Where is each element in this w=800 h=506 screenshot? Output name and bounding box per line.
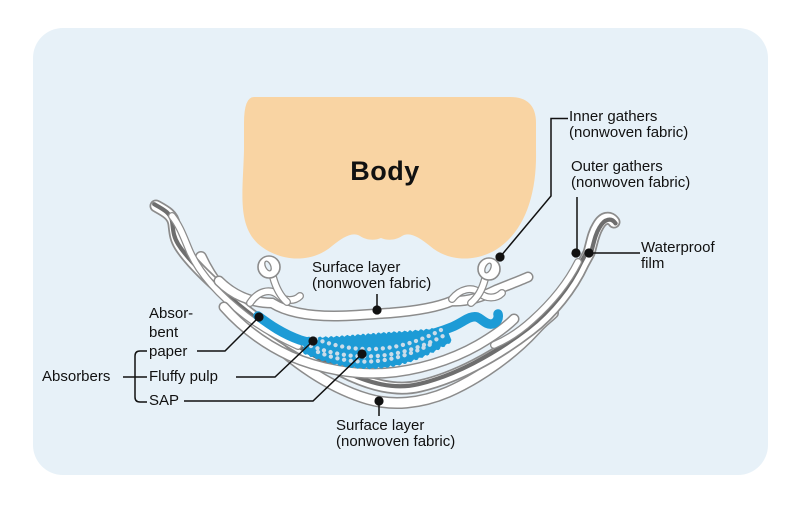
- waterproof-film-line2: film: [641, 255, 665, 272]
- fluffy-pulp-connector: [236, 340, 314, 378]
- sap-label: SAP: [149, 392, 180, 409]
- body-label: Body: [350, 156, 420, 186]
- absorbent-paper-blue-band: [253, 309, 503, 351]
- absorbent-paper-lower-band: [218, 301, 520, 379]
- waterproof-film-label: Waterproof film: [641, 240, 715, 272]
- sap-dots: [308, 327, 446, 364]
- diagram-panel-background: [33, 28, 768, 475]
- inner-gathers-line2: (nonwoven fabric): [569, 124, 689, 141]
- inner-gather-right: [467, 257, 501, 307]
- sap-connector: [184, 353, 363, 402]
- connector-dots: [254, 248, 594, 406]
- sap-dot: [357, 349, 367, 359]
- inner-gathers-label: Inner gathers (nonwoven fabric): [569, 109, 688, 141]
- surface-layer-top-band: [213, 271, 534, 322]
- surface-layer-top-line2: (nonwoven fabric): [312, 275, 432, 292]
- absorbent-paper-dot: [254, 312, 264, 322]
- surface-layer-bottom-line2: (nonwoven fabric): [336, 433, 456, 450]
- absorbent-paper-label: Absor- bent paper: [149, 304, 193, 361]
- outer-gathers-dot: [571, 248, 581, 258]
- absorbent-paper-connector: [197, 316, 260, 352]
- surface-top-dot: [372, 305, 382, 315]
- surface-bottom-dot: [374, 396, 384, 406]
- body-shape: [242, 97, 537, 259]
- surface-layer-bottom-label: Surface layer (nonwoven fabric): [336, 418, 455, 450]
- inner-gathers-line1: Inner gathers: [569, 108, 658, 125]
- surface-layer-top-line1: Surface layer: [312, 259, 401, 276]
- outer-gather-left-tube: [168, 212, 302, 350]
- outer-gathers-label: Outer gathers (nonwoven fabric): [571, 159, 690, 191]
- waterproof-film-line1: Waterproof: [641, 239, 715, 256]
- outer-gather-right-tube: [490, 258, 582, 349]
- absorbent-paper-line1: Absor-: [149, 305, 194, 322]
- outer-gathers-line1: Outer gathers: [571, 158, 663, 175]
- absorbers-group-label: Absorbers: [42, 368, 111, 385]
- inner-gather-left: [257, 255, 291, 306]
- inner-gathers-dot: [495, 252, 505, 262]
- surface-layer-top-label: Surface layer (nonwoven fabric): [312, 260, 431, 292]
- absorbent-paper-line3: paper: [149, 343, 188, 360]
- fluffy-pulp-label: Fluffy pulp: [149, 368, 218, 385]
- waterproof-film-line-cane: [588, 217, 618, 257]
- absorbers-bracket: [123, 350, 147, 403]
- outer-gathers-line2: (nonwoven fabric): [571, 174, 691, 191]
- fluffy-pulp-dot: [308, 336, 318, 346]
- absorbent-paper-line2: bent: [149, 324, 179, 341]
- waterproof-film-dot: [584, 248, 594, 258]
- surface-layer-bottom-line1: Surface layer: [336, 417, 425, 434]
- inner-gathers-connector: [499, 117, 568, 258]
